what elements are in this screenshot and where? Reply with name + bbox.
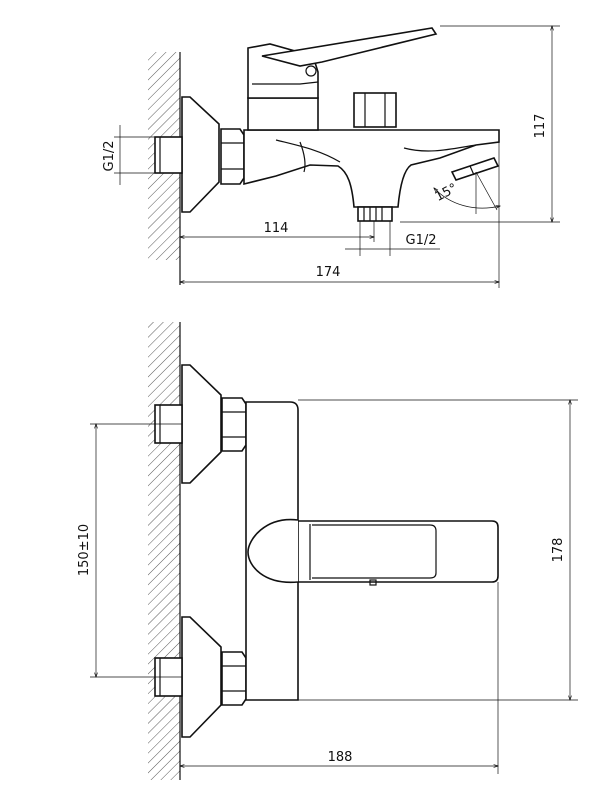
side-flange [181, 96, 220, 213]
dim-side-outlet-thread: G1/2 [406, 233, 437, 248]
side-outlet-thread [357, 206, 393, 222]
dim-side-inlet-thread: G1/2 [102, 141, 117, 172]
front-flange-upper [181, 364, 222, 484]
side-diverter-knob [353, 92, 397, 128]
dim-front-width: 188 [328, 750, 353, 765]
front-lever [297, 520, 499, 583]
front-view: 150±10 178 188 [77, 322, 578, 780]
side-hex-nut [220, 128, 245, 185]
side-spout-nozzle [450, 157, 500, 181]
side-cartridge-housing [247, 97, 319, 131]
side-view: 117 G1/2 114 G1/2 174 15° [102, 26, 560, 288]
dim-side-angle: 15° [433, 181, 460, 205]
front-hex-nut-lower [221, 651, 247, 706]
dim-side-114: 114 [264, 221, 289, 236]
dim-front-height: 178 [551, 538, 566, 563]
front-lever-grip [312, 524, 437, 579]
wall-hatch-bottom [148, 322, 180, 780]
front-flange-lower [181, 616, 222, 738]
dim-front-inlet-spacing: 150±10 [77, 524, 92, 576]
side-body [243, 129, 500, 208]
front-cartridge-cap [247, 518, 299, 584]
dim-side-174: 174 [316, 265, 341, 280]
side-lever-handle [261, 27, 438, 67]
side-lever-pivot [305, 65, 317, 77]
dim-side-height: 117 [533, 114, 548, 139]
side-inlet-pipe [154, 136, 183, 174]
front-hex-nut-upper [221, 397, 247, 452]
